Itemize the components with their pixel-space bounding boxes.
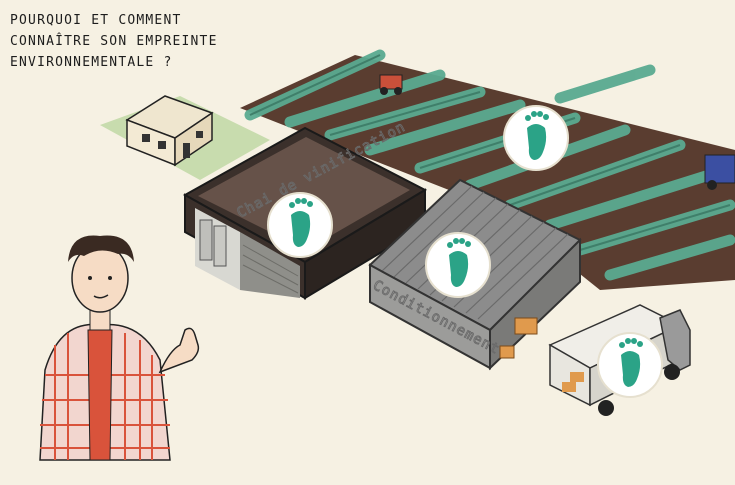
- headline-line-3: environnementale ?: [10, 55, 173, 70]
- footprint-badge-fields: [503, 105, 569, 171]
- tractor-blue: [704, 154, 735, 190]
- headline-line-2: connaître son empreinte: [10, 34, 218, 49]
- footprint-badge-winery: [267, 192, 333, 258]
- headline-line-1: Pourquoi et comment: [10, 13, 182, 28]
- footprint-badge-transport: [597, 332, 663, 398]
- tractor-red: [379, 74, 403, 95]
- footprint-icon: [289, 198, 313, 247]
- house: [125, 95, 214, 167]
- person-illustration: [39, 235, 200, 461]
- vineyard: [240, 49, 735, 290]
- footprint-badge-packaging: [425, 232, 491, 298]
- footprint-icon: [447, 238, 471, 287]
- footprint-icon: [525, 111, 549, 160]
- headline-caption: Pourquoi et comment connaître son emprei…: [10, 10, 240, 73]
- footprint-icon: [619, 338, 643, 387]
